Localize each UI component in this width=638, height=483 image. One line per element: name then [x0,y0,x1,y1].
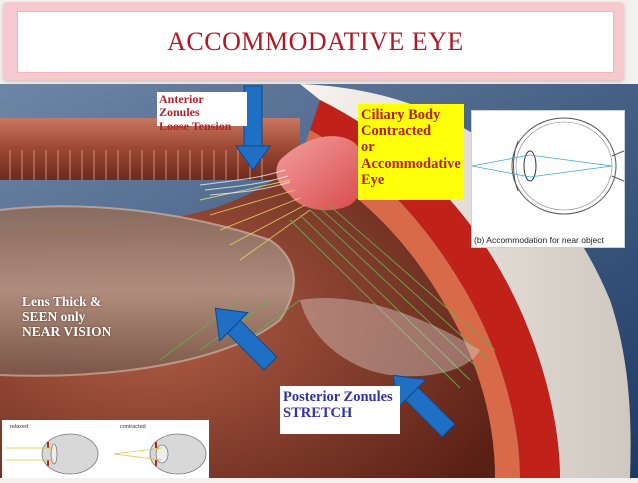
inset-caption: (b) Accommodation for near object [474,235,604,245]
title-banner: ACCOMMODATIVE EYE [3,2,624,80]
label-ciliary-body: Ciliary Body Contracted or Accommodative… [358,104,464,200]
eye-outline-diagram [471,117,625,215]
relaxed-contracted-diagram [6,433,207,475]
contracted-label: contracted [120,424,146,430]
slide-title: ACCOMMODATIVE EYE [167,27,464,56]
arrow-up-right-icon [392,374,456,438]
arrow-up-right-icon [214,307,278,371]
label-posterior-zonules: Posterior Zonules STRETCH [280,386,400,434]
label-anterior-zonules: Anterior Zonules Loose Tension [157,92,247,133]
arrow-down-icon [235,85,271,171]
inset-accommodation-diagram: (b) Accommodation for near object [471,110,625,248]
label-lens: Lens Thick & SEEN only NEAR VISION [22,294,112,340]
relaxed-label: relaxed [10,424,29,430]
title-box: ACCOMMODATIVE EYE [17,11,614,73]
small-inset-relaxed-contracted: relaxed contracted [2,420,209,478]
